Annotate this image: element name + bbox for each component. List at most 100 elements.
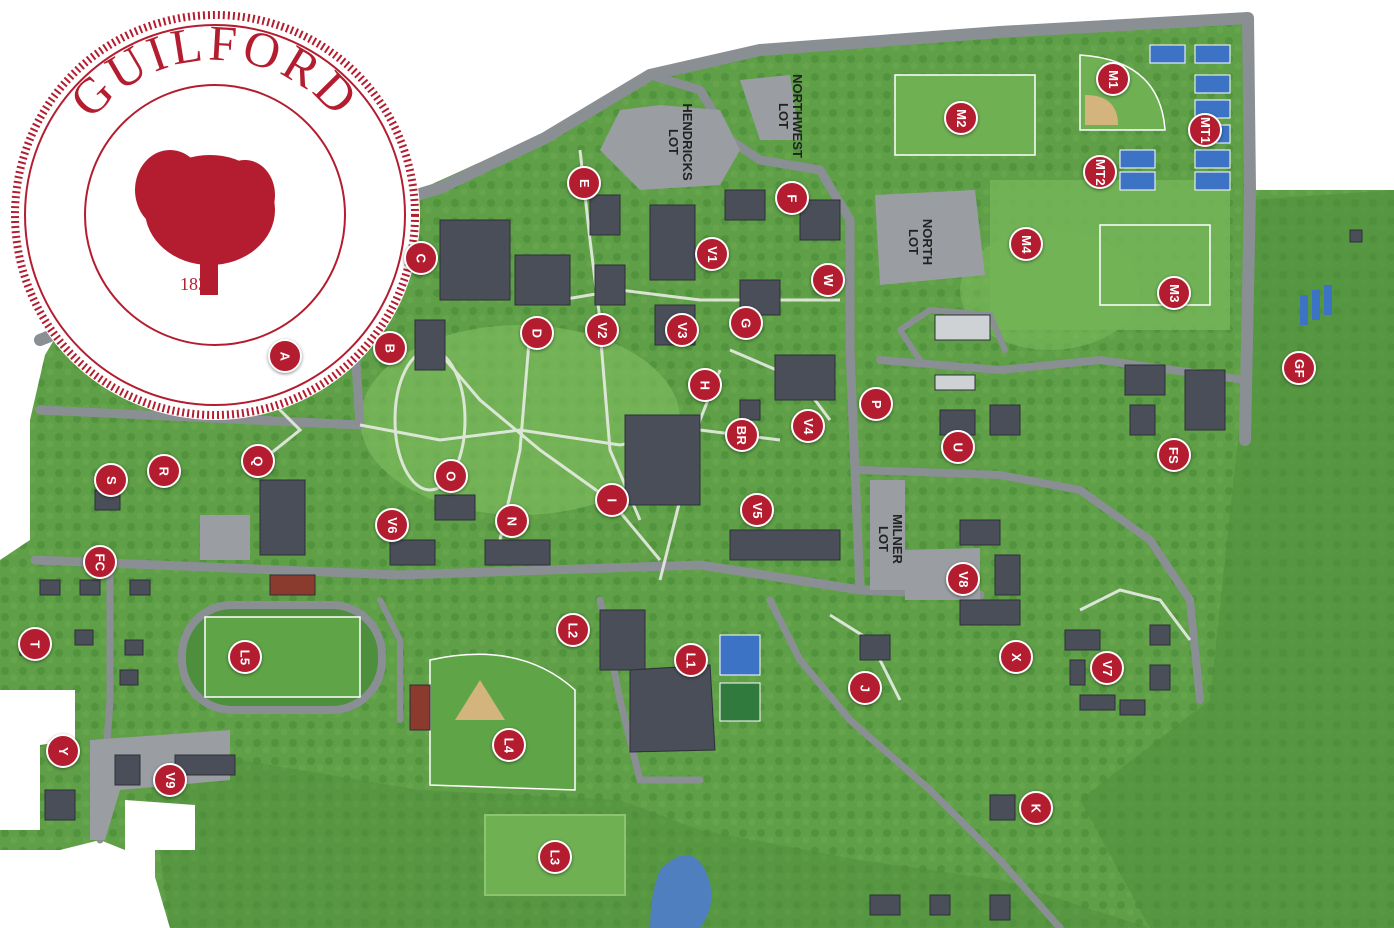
- marker-m2-label: M2: [953, 108, 969, 128]
- baseball-infield: [455, 680, 505, 720]
- marker-u[interactable]: U: [941, 430, 975, 464]
- marker-v1[interactable]: V1: [695, 237, 729, 271]
- marker-k-label: K: [1028, 803, 1044, 813]
- marker-d-label: D: [529, 328, 545, 338]
- marker-b-label: B: [382, 343, 398, 353]
- marker-f[interactable]: F: [775, 181, 809, 215]
- marker-h[interactable]: H: [688, 368, 722, 402]
- east-woods: [1080, 190, 1394, 928]
- marker-gf-label: GF: [1291, 358, 1307, 378]
- marker-r-label: R: [156, 466, 172, 476]
- marker-k[interactable]: K: [1019, 791, 1053, 825]
- marker-x-label: X: [1008, 652, 1024, 662]
- marker-y-label: Y: [55, 746, 71, 756]
- marker-v8[interactable]: V8: [946, 562, 980, 596]
- marker-l5-label: L5: [237, 649, 253, 665]
- marker-g[interactable]: G: [729, 306, 763, 340]
- oak-tree-emblem: [135, 150, 275, 295]
- marker-v4-label: V4: [800, 417, 816, 435]
- marker-l2[interactable]: L2: [556, 613, 590, 647]
- marker-v7-label: V7: [1099, 659, 1115, 677]
- marker-u-label: U: [950, 442, 966, 452]
- marker-m1[interactable]: M1: [1096, 62, 1130, 96]
- blank-areas: [0, 690, 195, 928]
- marker-v2[interactable]: V2: [585, 313, 619, 347]
- marker-a[interactable]: A: [268, 339, 302, 373]
- marker-x[interactable]: X: [999, 640, 1033, 674]
- pond: [650, 855, 712, 928]
- marker-q[interactable]: Q: [241, 444, 275, 478]
- marker-l3-label: L3: [547, 849, 563, 865]
- marker-y[interactable]: Y: [46, 734, 80, 768]
- marker-l4[interactable]: L4: [492, 728, 526, 762]
- marker-v5[interactable]: V5: [740, 493, 774, 527]
- marker-l4-label: L4: [501, 737, 517, 753]
- northwest-lot-label: NORTHWEST LOT: [776, 74, 805, 158]
- marker-c[interactable]: C: [404, 241, 438, 275]
- marker-fs[interactable]: FS: [1157, 438, 1191, 472]
- marker-r[interactable]: R: [147, 454, 181, 488]
- marker-br[interactable]: BR: [725, 418, 759, 452]
- marker-a-label: A: [277, 351, 293, 361]
- marker-g-label: G: [738, 317, 754, 329]
- marker-j[interactable]: J: [848, 671, 882, 705]
- marker-m4-label: M4: [1018, 234, 1034, 254]
- marker-w-label: W: [820, 273, 836, 287]
- marker-v4[interactable]: V4: [791, 409, 825, 443]
- milner-lot-label: MILNER LOT: [876, 514, 905, 564]
- baseball-field: [429, 653, 576, 791]
- tennis-courts-mt2: [1119, 149, 1156, 191]
- marker-e[interactable]: E: [567, 166, 601, 200]
- marker-v3-label: V3: [674, 321, 690, 339]
- guilford-college-seal: GUILFORD 1837: [10, 10, 420, 420]
- marker-n[interactable]: N: [495, 504, 529, 538]
- marker-gf[interactable]: GF: [1282, 351, 1316, 385]
- marker-l2-label: L2: [565, 622, 581, 638]
- marker-v5-label: V5: [749, 501, 765, 519]
- seal-year: 1837: [180, 274, 216, 294]
- marker-p[interactable]: P: [859, 387, 893, 421]
- marker-h-label: H: [697, 380, 713, 390]
- marker-f-label: F: [784, 193, 800, 203]
- marker-c-label: C: [413, 253, 429, 263]
- marker-mt2-label: MT2: [1092, 158, 1108, 186]
- marker-fc[interactable]: FC: [83, 545, 117, 579]
- marker-mt1-label: MT1: [1197, 116, 1213, 144]
- marker-e-label: E: [576, 178, 592, 188]
- north-lot-label: NORTH LOT: [906, 218, 935, 266]
- marker-b[interactable]: B: [373, 331, 407, 365]
- softball-infield: [1085, 95, 1118, 125]
- marker-m3[interactable]: M3: [1157, 276, 1191, 310]
- marker-mt2[interactable]: MT2: [1083, 155, 1117, 189]
- marker-v3[interactable]: V3: [665, 313, 699, 347]
- marker-l3[interactable]: L3: [538, 840, 572, 874]
- marker-t[interactable]: T: [18, 627, 52, 661]
- marker-s[interactable]: S: [94, 463, 128, 497]
- marker-m2[interactable]: M2: [944, 101, 978, 135]
- marker-l1[interactable]: L1: [674, 643, 708, 677]
- marker-v1-label: V1: [704, 245, 720, 263]
- buildings: [19, 189, 1363, 921]
- marker-l5[interactable]: L5: [228, 640, 262, 674]
- road-network: [30, 12, 1256, 928]
- marker-d[interactable]: D: [520, 316, 554, 350]
- courts-l1: [719, 634, 761, 722]
- marker-v7[interactable]: V7: [1090, 651, 1124, 685]
- marker-mt1[interactable]: MT1: [1188, 113, 1222, 147]
- solar-array: [1300, 285, 1332, 325]
- marker-q-label: Q: [250, 455, 266, 467]
- marker-m3-label: M3: [1166, 283, 1182, 303]
- marker-v2-label: V2: [594, 321, 610, 339]
- marker-m4[interactable]: M4: [1009, 227, 1043, 261]
- marker-w[interactable]: W: [811, 263, 845, 297]
- marker-t-label: T: [27, 639, 43, 649]
- marker-v6[interactable]: V6: [375, 508, 409, 542]
- marker-v8-label: V8: [955, 570, 971, 588]
- marker-v9-label: V9: [162, 771, 178, 789]
- marker-v9[interactable]: V9: [153, 763, 187, 797]
- marker-o[interactable]: O: [434, 459, 468, 493]
- marker-v6-label: V6: [384, 516, 400, 534]
- marker-i[interactable]: I: [595, 483, 629, 517]
- marker-br-label: BR: [734, 425, 750, 445]
- hendricks-lot-label: HENDRICKS LOT: [666, 103, 695, 181]
